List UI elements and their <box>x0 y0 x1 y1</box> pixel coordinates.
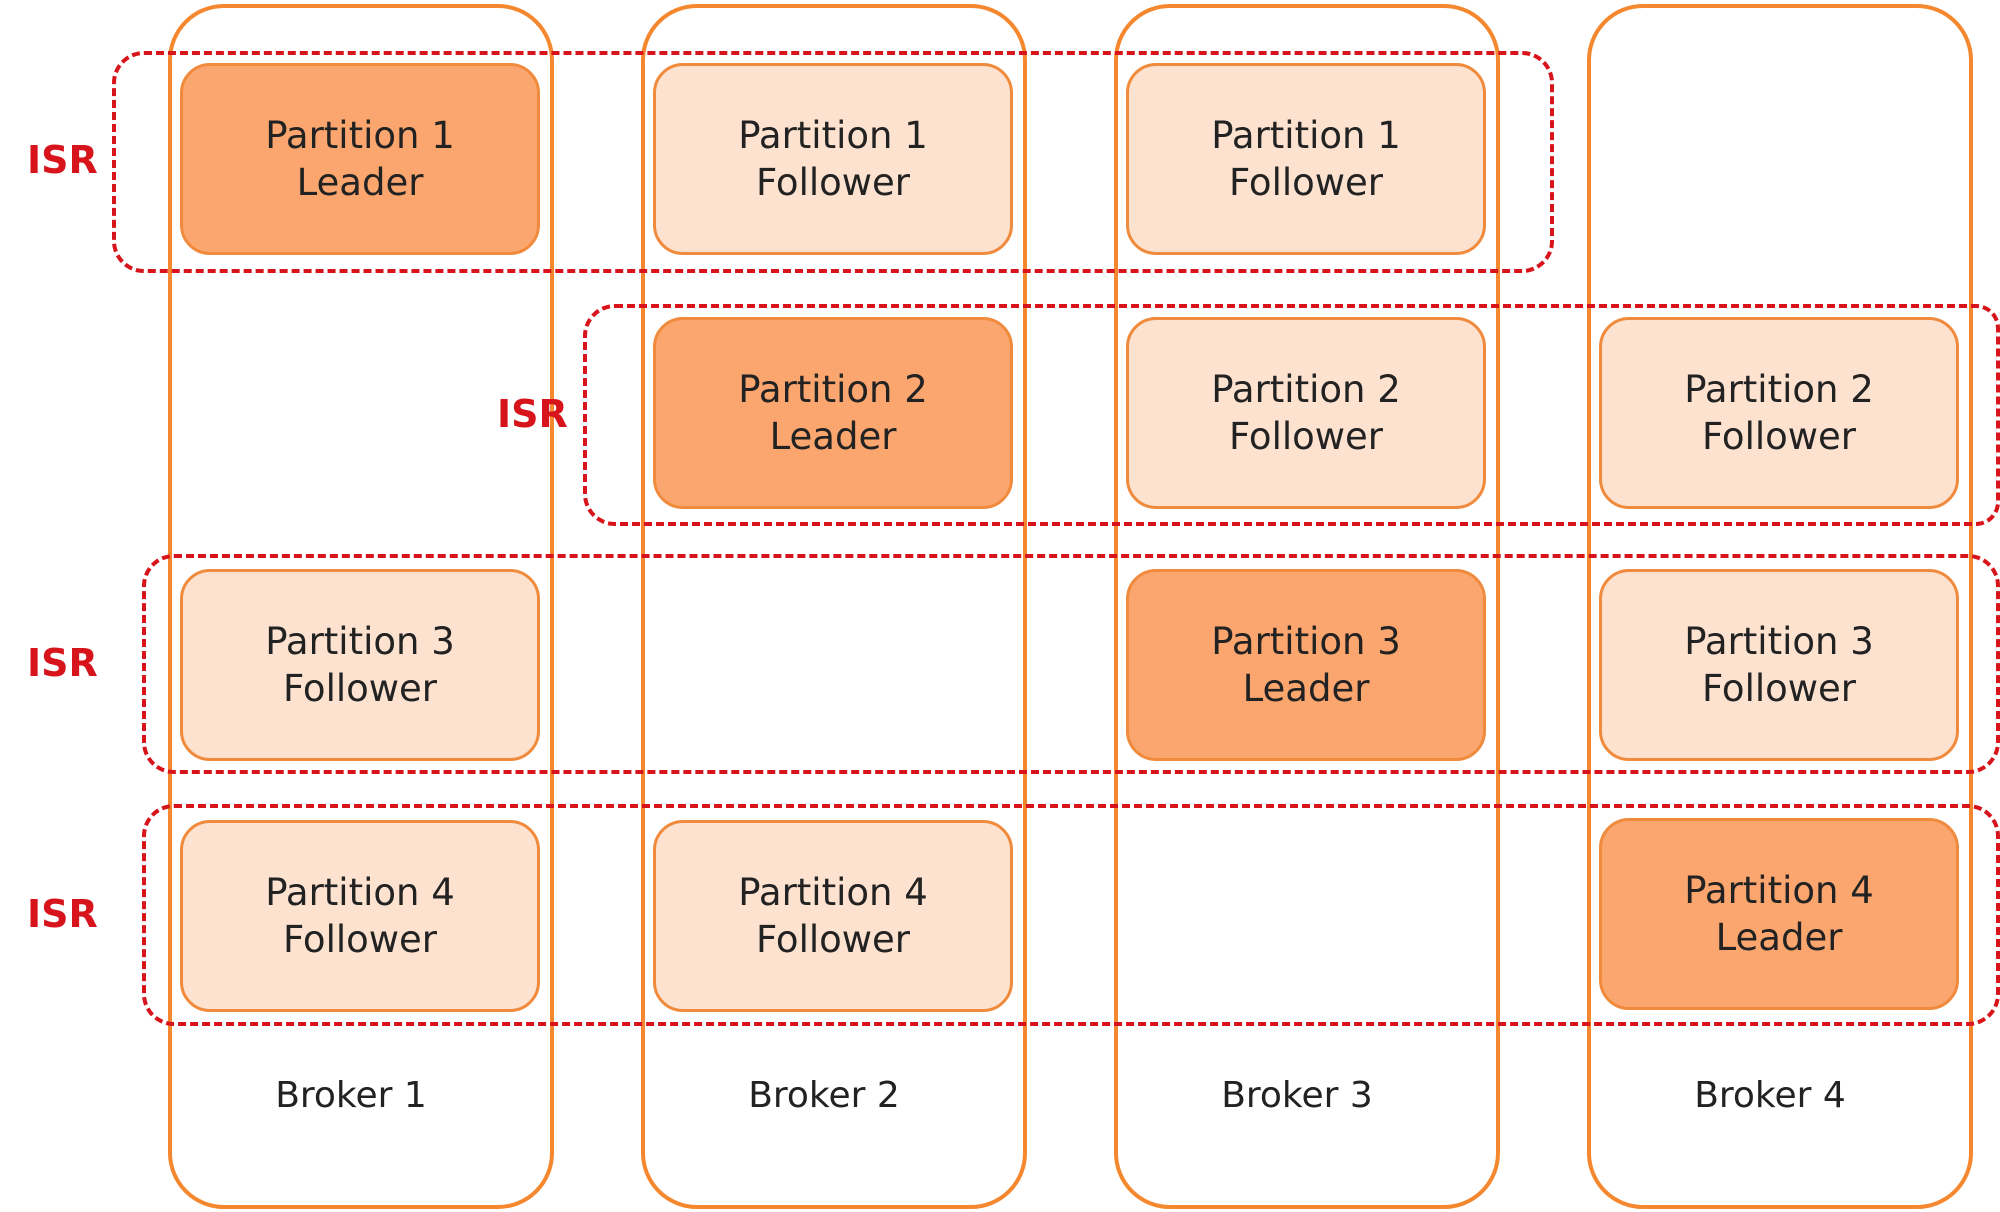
replica-role-label: Leader <box>1715 916 1843 959</box>
replica-role-label: Follower <box>755 918 911 961</box>
partition-3-follower-broker-1: Partition 3 Follower <box>180 569 540 761</box>
broker-4-label: Broker 4 <box>1694 1075 1846 1116</box>
partition-3-follower-broker-4: Partition 3 Follower <box>1599 569 1959 761</box>
replica-role-label: Leader <box>296 161 424 204</box>
partition-4-follower-broker-2: Partition 4 Follower <box>653 820 1013 1012</box>
isr-label-partition-3: ISR <box>27 641 98 685</box>
replica-role-label: Follower <box>755 161 911 204</box>
isr-label-partition-2: ISR <box>497 392 568 436</box>
partition-1-follower-broker-2: Partition 1 Follower <box>653 63 1013 255</box>
isr-group-partition-1 <box>112 51 1554 273</box>
replica-role-label: Leader <box>1242 667 1370 710</box>
replica-partition-label: Partition 1 <box>738 114 928 157</box>
isr-group-partition-3 <box>142 554 2000 774</box>
partition-4-leader-broker-4: Partition 4 Leader <box>1599 818 1959 1010</box>
partition-2-leader-broker-2: Partition 2 Leader <box>653 317 1013 509</box>
broker-2-label: Broker 2 <box>748 1075 900 1116</box>
replica-partition-label: Partition 4 <box>265 871 455 914</box>
broker-2-column <box>641 4 1027 1209</box>
partition-3-leader-broker-3: Partition 3 Leader <box>1126 569 1486 761</box>
broker-3-column <box>1114 4 1500 1209</box>
replica-partition-label: Partition 3 <box>1211 620 1401 663</box>
replica-role-label: Follower <box>282 667 438 710</box>
partition-1-follower-broker-3: Partition 1 Follower <box>1126 63 1486 255</box>
replica-partition-label: Partition 3 <box>265 620 455 663</box>
replica-role-label: Follower <box>1701 415 1857 458</box>
replica-role-label: Follower <box>1228 161 1384 204</box>
replica-partition-label: Partition 3 <box>1684 620 1874 663</box>
replica-role-label: Leader <box>769 415 897 458</box>
partition-4-follower-broker-1: Partition 4 Follower <box>180 820 540 1012</box>
replica-partition-label: Partition 2 <box>1684 368 1874 411</box>
replica-role-label: Follower <box>282 918 438 961</box>
partition-2-follower-broker-3: Partition 2 Follower <box>1126 317 1486 509</box>
replica-role-label: Follower <box>1228 415 1384 458</box>
partition-1-leader-broker-1: Partition 1 Leader <box>180 63 540 255</box>
broker-1-label: Broker 1 <box>275 1075 427 1116</box>
replica-partition-label: Partition 2 <box>738 368 928 411</box>
broker-1-column <box>168 4 554 1209</box>
partition-2-follower-broker-4: Partition 2 Follower <box>1599 317 1959 509</box>
isr-group-partition-4 <box>142 804 2000 1026</box>
replica-partition-label: Partition 4 <box>738 871 928 914</box>
replica-partition-label: Partition 2 <box>1211 368 1401 411</box>
isr-group-partition-2 <box>583 304 2000 526</box>
isr-label-partition-1: ISR <box>27 138 98 182</box>
broker-3-label: Broker 3 <box>1221 1075 1373 1116</box>
replica-partition-label: Partition 1 <box>265 114 455 157</box>
replica-role-label: Follower <box>1701 667 1857 710</box>
replica-partition-label: Partition 4 <box>1684 869 1874 912</box>
replica-partition-label: Partition 1 <box>1211 114 1401 157</box>
isr-label-partition-4: ISR <box>27 892 98 936</box>
broker-4-column <box>1587 4 1973 1209</box>
